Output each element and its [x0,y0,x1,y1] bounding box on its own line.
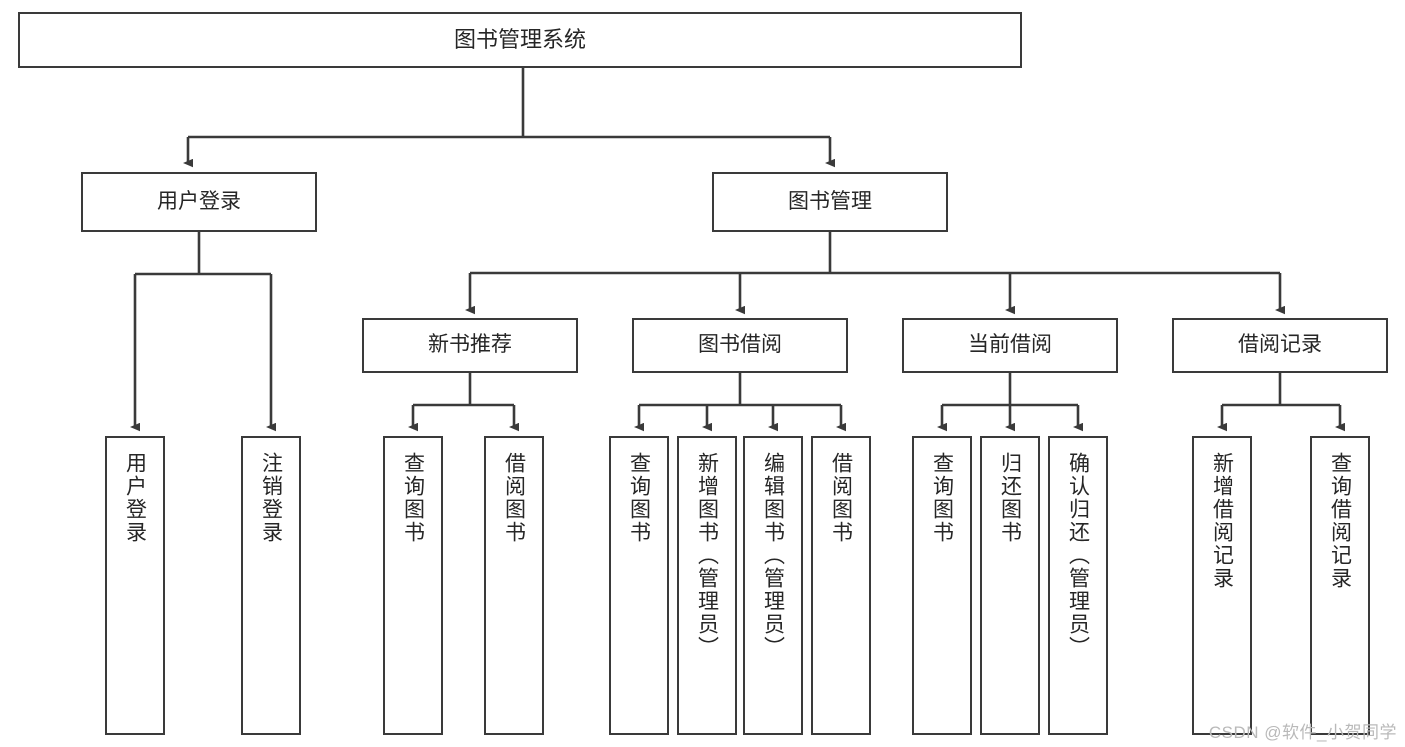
node-label: 借阅记录 [1238,333,1322,357]
node-label: 查询图书 [401,452,425,544]
node-leaf-confirm-return-admin[interactable]: 确认归还（管理员） [1048,436,1108,735]
node-label: 用户登录 [157,189,241,213]
node-label: 用户登录 [123,452,147,544]
node-label: 编辑图书（管理员） [761,452,785,659]
node-leaf-query-book-3[interactable]: 查询图书 [912,436,972,735]
node-label: 借阅图书 [502,452,526,544]
node-user-login[interactable]: 用户登录 [81,172,317,232]
node-leaf-edit-book-admin[interactable]: 编辑图书（管理员） [743,436,803,735]
node-leaf-query-book-2[interactable]: 查询图书 [609,436,669,735]
node-root-book-management-system[interactable]: 图书管理系统 [18,12,1022,68]
node-label: 新增图书（管理员） [695,452,719,659]
node-leaf-add-borrow-record[interactable]: 新增借阅记录 [1192,436,1252,735]
node-label: 图书管理 [788,189,872,213]
node-label: 借阅图书 [829,452,853,544]
node-label: 查询图书 [930,452,954,544]
csdn-watermark: CSDN @软件_小贺同学 [1208,723,1397,742]
node-new-book-recommend[interactable]: 新书推荐 [362,318,578,373]
node-leaf-query-borrow-record[interactable]: 查询借阅记录 [1310,436,1370,735]
node-current-borrow[interactable]: 当前借阅 [902,318,1118,373]
node-leaf-borrow-book-2[interactable]: 借阅图书 [811,436,871,735]
node-leaf-borrow-book-1[interactable]: 借阅图书 [484,436,544,735]
node-label: 确认归还（管理员） [1066,452,1090,659]
node-book-management[interactable]: 图书管理 [712,172,948,232]
node-leaf-user-login[interactable]: 用户登录 [105,436,165,735]
node-borrow-record[interactable]: 借阅记录 [1172,318,1388,373]
node-label: 当前借阅 [968,333,1052,357]
node-leaf-add-book-admin[interactable]: 新增图书（管理员） [677,436,737,735]
node-book-borrow[interactable]: 图书借阅 [632,318,848,373]
node-label: 图书管理系统 [453,27,586,53]
node-leaf-user-logout[interactable]: 注销登录 [241,436,301,735]
node-leaf-return-book[interactable]: 归还图书 [980,436,1040,735]
node-leaf-query-book-1[interactable]: 查询图书 [383,436,443,735]
node-label: 新书推荐 [428,333,512,357]
node-label: 新增借阅记录 [1210,452,1234,590]
node-label: 查询图书 [627,452,651,544]
node-label: 图书借阅 [698,333,782,357]
node-label: 归还图书 [998,452,1022,544]
node-label: 注销登录 [259,452,283,544]
node-label: 查询借阅记录 [1328,452,1352,590]
